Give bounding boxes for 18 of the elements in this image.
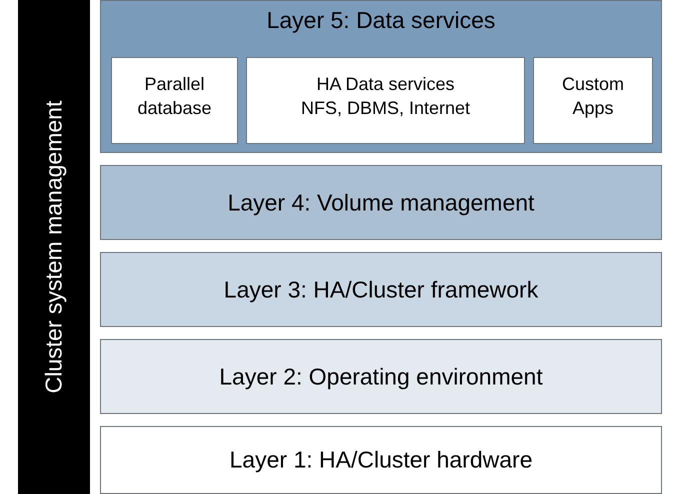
layer-title: Layer 1: HA/Cluster hardware	[228, 446, 534, 474]
layer-band	[100, 252, 662, 327]
layer-title: Layer 5: Data services	[266, 7, 496, 34]
layer-band	[100, 165, 662, 240]
service-label: Parallel database	[136, 73, 213, 120]
layer-title: Layer 4: Volume management	[226, 189, 536, 216]
layer-band	[100, 339, 662, 414]
layer-band	[100, 426, 662, 494]
layer-band	[100, 0, 662, 153]
service-label: Custom Apps	[560, 73, 625, 120]
side-bar	[18, 0, 90, 494]
layer-title: Layer 3: HA/Cluster framework	[222, 276, 540, 303]
service-label: HA Data services NFS, DBMS, Internet	[300, 73, 472, 120]
service-box	[533, 57, 653, 144]
service-box	[111, 57, 238, 144]
vertical-label: Cluster system management	[40, 100, 68, 394]
layer-title: Layer 2: Operating environment	[218, 363, 544, 390]
service-box	[246, 57, 525, 144]
